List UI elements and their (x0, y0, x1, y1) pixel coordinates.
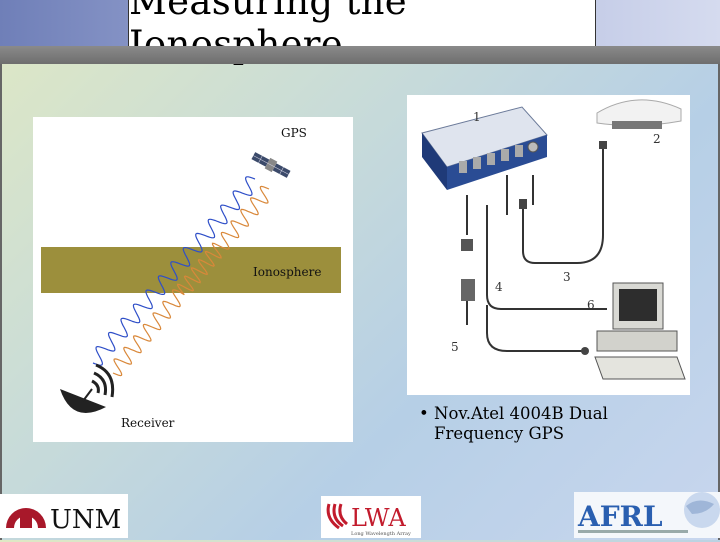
callout-5: 5 (451, 340, 459, 354)
lwa-logo: LWA Long Wavelength Array (321, 496, 421, 538)
signal-wave-blue (92, 176, 256, 366)
receiver-dish-icon (60, 363, 115, 413)
callout-2: 2 (653, 132, 661, 146)
receiver-label: Receiver (121, 416, 175, 430)
callout-3: 3 (563, 270, 571, 284)
callout-4: 4 (495, 280, 503, 294)
ionosphere-label: Ionosphere (253, 265, 321, 279)
lwa-logo-svg: LWA Long Wavelength Array (326, 503, 411, 537)
power-adapter (461, 279, 475, 301)
computer-icon (594, 282, 686, 380)
connector (461, 239, 473, 251)
unm-wordmark: UNM (50, 505, 121, 535)
callout-6: 6 (587, 298, 595, 312)
gps-receiver-unit (421, 106, 548, 190)
connector (581, 347, 589, 355)
bullet-text: Nov.Atel 4004B Dual Frequency GPS (434, 404, 608, 443)
callout-1: 1 (473, 110, 481, 124)
ionosphere-diagram: GPS Ionosphere Receiver (33, 117, 353, 442)
equipment-diagram: 1 2 3 4 5 6 (407, 95, 690, 395)
satellite-icon (251, 152, 291, 178)
afrl-logo-svg: AFRL (577, 492, 720, 533)
frame-right-line (718, 64, 720, 540)
unm-logo: UNM (0, 494, 128, 538)
gps-antenna (596, 99, 682, 129)
frame-left-line (0, 64, 2, 540)
bullet-dot: • (419, 404, 429, 423)
lwa-wordmark: LWA (351, 504, 406, 532)
lwa-subtitle: Long Wavelength Array (351, 531, 411, 537)
afrl-logo: AFRL (574, 492, 720, 538)
signal-waves (92, 176, 270, 377)
title-card: Measuring the Ionosphere (128, 0, 596, 66)
signal-wave-orange (112, 185, 270, 377)
afrl-wordmark: AFRL (577, 500, 663, 533)
equipment-diagram-svg: 1 2 3 4 5 6 (421, 99, 686, 380)
unm-logo-svg: UNM (6, 505, 121, 535)
gps-label: GPS (281, 126, 307, 140)
ionosphere-diagram-svg: GPS Ionosphere Receiver (41, 126, 341, 430)
connector (519, 199, 527, 209)
connector (599, 141, 607, 149)
title-rule (0, 46, 720, 64)
